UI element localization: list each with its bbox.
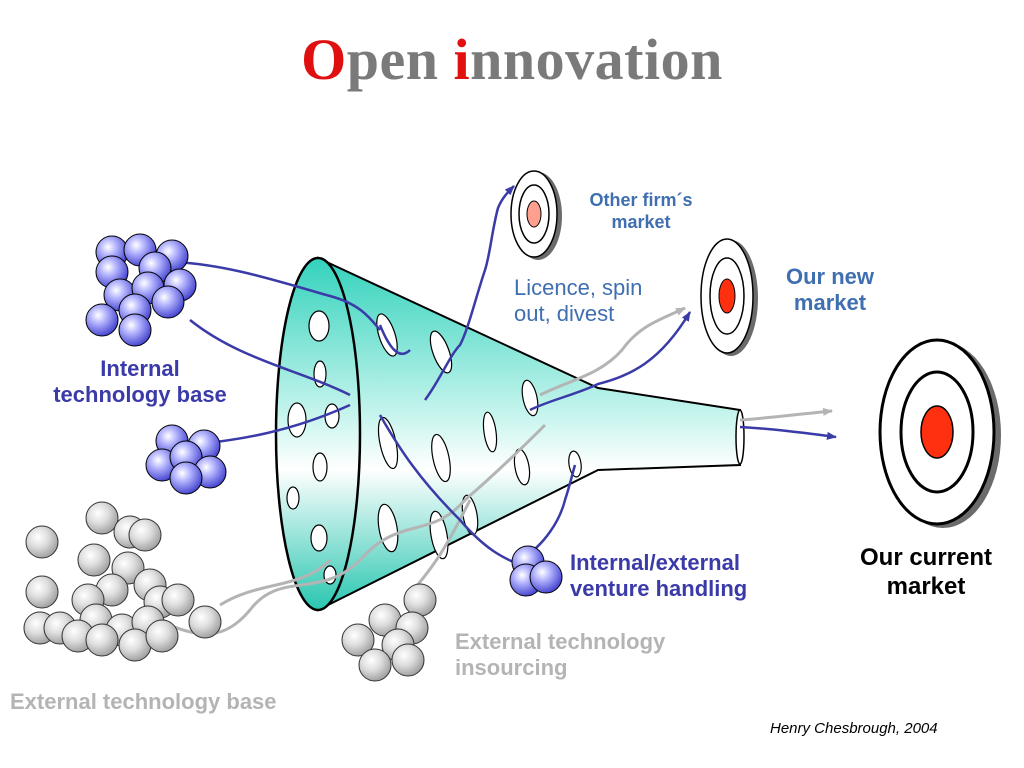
target-other-firm-market xyxy=(510,170,562,260)
external-technology-base-cluster xyxy=(23,501,222,662)
internal-paths xyxy=(174,185,837,567)
venture-handling-label: Internal/external venture handling xyxy=(570,550,800,603)
licence-spin-out-label: Licence, spin out, divest xyxy=(514,275,694,328)
current-market-line-2: market xyxy=(886,572,966,600)
target-new-market xyxy=(700,238,758,356)
other-firm-line-1: Other firm´s xyxy=(589,190,693,210)
internal-technology-cluster-top xyxy=(85,233,197,347)
internal-base-line-2: technology base xyxy=(53,382,227,408)
title-part-2: nnovation xyxy=(470,27,723,92)
licence-line-2: out, divest xyxy=(514,301,615,327)
current-market-label: Our current market xyxy=(836,544,1016,602)
insourcing-cluster xyxy=(341,583,437,682)
external-paths xyxy=(157,306,833,636)
other-firm-line-2: market xyxy=(611,211,671,232)
citation: Henry Chesbrough, 2004 xyxy=(770,720,938,737)
page-title: Open innovation xyxy=(0,26,1024,93)
venture-line-2: venture handling xyxy=(570,576,748,602)
title-part-1: pen xyxy=(346,27,454,92)
current-market-line-1: Our current xyxy=(859,544,993,571)
target-current-market xyxy=(878,338,1001,528)
title-first-letter: O xyxy=(301,27,347,92)
other-firm-market-label: Other firm´s market xyxy=(566,190,716,233)
insourcing-line-2: insourcing xyxy=(455,655,568,681)
insourcing-label: External technology insourcing xyxy=(455,629,715,682)
title-second-letter: i xyxy=(453,27,471,92)
insourcing-line-1: External technology xyxy=(455,629,666,654)
external-technology-base-label: External technology base xyxy=(10,689,277,714)
venture-cluster xyxy=(509,545,563,597)
new-market-line-2: market xyxy=(793,290,867,316)
licence-line-1: Licence, spin xyxy=(514,275,643,300)
internal-base-line-1: Internal xyxy=(100,356,180,381)
venture-line-1: Internal/external xyxy=(570,550,740,575)
internal-technology-cluster-bottom xyxy=(145,424,227,495)
new-market-line-1: Our new xyxy=(785,264,874,289)
new-market-label: Our new market xyxy=(770,264,890,317)
internal-technology-base-label: Internal technology base xyxy=(30,356,250,409)
